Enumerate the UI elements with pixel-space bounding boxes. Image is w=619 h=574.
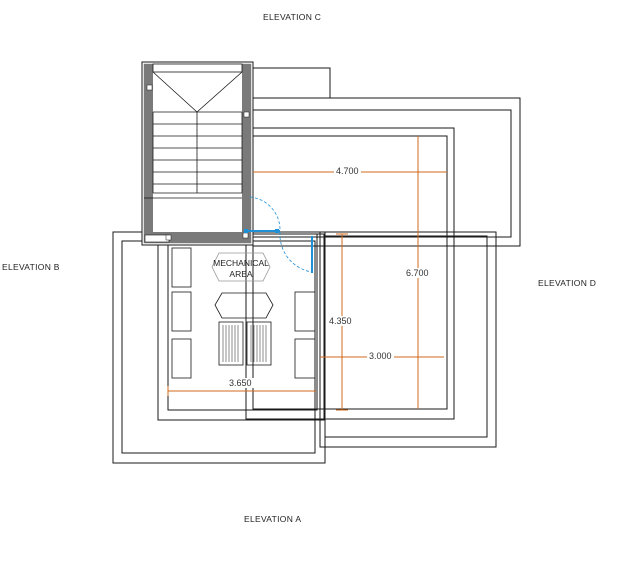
mechanical-equipment (171, 247, 316, 379)
elevation-c-label: ELEVATION C (263, 12, 322, 22)
staircase (141, 61, 254, 246)
dimension-inner-width: 3.000 (367, 351, 394, 361)
dimension-bottom-width: 3.650 (227, 378, 254, 388)
room-label-line-2: AREA (229, 269, 253, 279)
dimension-right-height: 6.700 (404, 268, 431, 278)
dimension-inner-height: 4.350 (327, 316, 354, 326)
elevation-d-label: ELEVATION D (538, 278, 597, 288)
dimension-top-width: 4.700 (334, 166, 361, 176)
room-label: MECHANICAL AREA (208, 258, 274, 280)
door (244, 196, 313, 273)
elevation-b-label: ELEVATION B (2, 262, 60, 272)
room-label-line-1: MECHANICAL (213, 258, 269, 268)
elevation-a-label: ELEVATION A (244, 514, 302, 524)
